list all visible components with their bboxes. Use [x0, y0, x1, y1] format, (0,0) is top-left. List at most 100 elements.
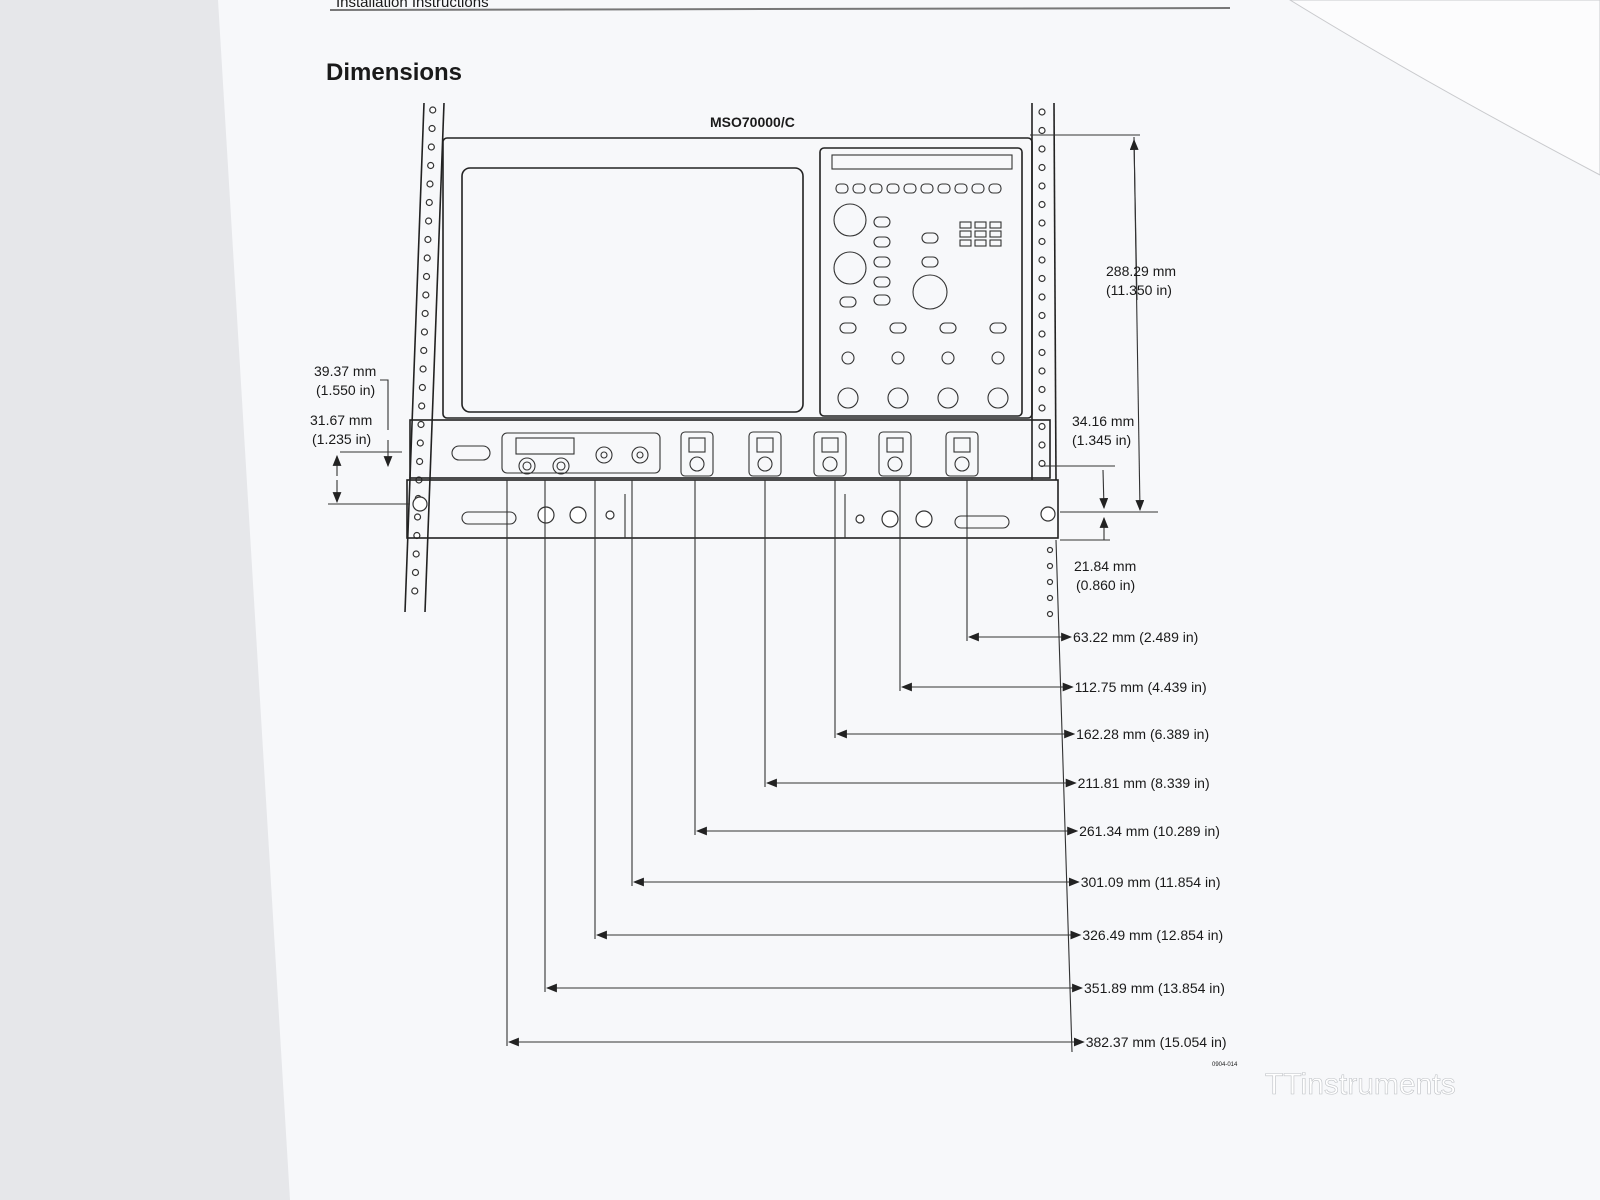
- rail-hole: [429, 106, 437, 114]
- height-34-in: (1.345 in): [1072, 432, 1131, 448]
- height-34-mm: 34.16 mm: [1072, 413, 1134, 429]
- height-21-mm: 21.84 mm: [1074, 558, 1136, 574]
- button: [954, 183, 968, 194]
- page-curl: [1289, 0, 1600, 176]
- knob: [887, 387, 909, 409]
- button: [886, 183, 900, 194]
- rail-hole: [411, 568, 420, 577]
- button: [974, 221, 987, 229]
- button: [873, 236, 891, 248]
- knob: [987, 387, 1009, 409]
- probe-input: [813, 431, 847, 477]
- button: [959, 221, 972, 229]
- rail-hole: [412, 550, 420, 558]
- control-knobs: [833, 183, 1009, 409]
- probe-input: [680, 431, 714, 477]
- button: [991, 351, 1005, 365]
- knob: [837, 387, 859, 409]
- rail-hole: [1038, 108, 1046, 116]
- horizontal-dimensions: 63.22 mm (2.489 in)112.75 mm (4.439 in)1…: [506, 480, 1227, 1050]
- knob: [833, 251, 867, 285]
- rail-hole: [413, 513, 422, 521]
- horizontal-dim-label: 162.28 mm (6.389 in): [1076, 726, 1209, 742]
- button: [959, 239, 972, 247]
- rail-hole: [423, 254, 431, 262]
- connector: [552, 457, 570, 475]
- button: [974, 239, 987, 247]
- horizontal-dim-label: 261.34 mm (10.289 in): [1079, 823, 1220, 839]
- rail-hole: [426, 180, 434, 188]
- knob: [912, 274, 948, 310]
- button: [989, 322, 1007, 334]
- rail-hole: [1038, 145, 1046, 153]
- rail-hole: [1038, 274, 1046, 283]
- rail-hole: [418, 383, 426, 392]
- height-21-in: (0.860 in): [1076, 577, 1135, 593]
- control-panel: [819, 147, 1023, 417]
- rail-hole: [420, 346, 428, 355]
- button: [873, 256, 891, 268]
- rack-ear-bar: [406, 479, 1059, 539]
- button: [869, 183, 883, 194]
- button: [873, 276, 891, 288]
- connector: [518, 457, 536, 475]
- button: [891, 351, 905, 365]
- rail-hole: [425, 198, 433, 207]
- rail-hole: [1038, 311, 1046, 320]
- watermark: TTinstruments: [1265, 1068, 1456, 1101]
- button: [937, 183, 951, 194]
- rail-hole: [422, 272, 431, 281]
- rail-hole: [1038, 330, 1046, 338]
- height-39-mm: 39.37 mm: [314, 363, 376, 379]
- rail-hole: [427, 161, 435, 170]
- knob: [833, 203, 867, 237]
- rail-hole: [1038, 404, 1046, 412]
- front-connector-strip: [409, 419, 1051, 479]
- rail-hole: [418, 402, 426, 410]
- rail-hole: [1038, 422, 1046, 431]
- figure-id: 0904-014: [1212, 1062, 1238, 1068]
- rail-hole: [1038, 182, 1046, 190]
- probe-input: [748, 431, 782, 477]
- paper-page: [218, 0, 1600, 1200]
- rail-hole: [1038, 367, 1046, 375]
- rail-hole: [420, 328, 429, 336]
- horizontal-dim-label: 382.37 mm (15.054 in): [1086, 1034, 1227, 1050]
- horizontal-dim-label: 211.81 mm (8.339 in): [1078, 775, 1210, 791]
- button: [989, 239, 1002, 247]
- rail-hole: [1038, 385, 1046, 394]
- connector: [595, 446, 613, 464]
- button: [989, 221, 1002, 229]
- height-31-in: (1.235 in): [312, 431, 371, 447]
- button: [873, 294, 891, 306]
- rail-hole: [1038, 348, 1046, 357]
- section-title: Dimensions: [326, 59, 462, 86]
- probe-input: [878, 431, 912, 477]
- rail-hole: [428, 124, 436, 133]
- instrument-body: [442, 137, 1033, 419]
- connector: [631, 446, 649, 464]
- button: [839, 296, 857, 308]
- horizontal-dim-label: 326.49 mm (12.854 in): [1082, 927, 1223, 943]
- button: [852, 183, 866, 194]
- display-screen: [461, 167, 804, 413]
- rail-hole: [1038, 126, 1046, 135]
- rail-hole: [1046, 610, 1054, 618]
- button: [989, 230, 1002, 238]
- button: [939, 322, 957, 334]
- rail-hole: [416, 457, 424, 466]
- button: [920, 183, 934, 194]
- height-39-in: (1.550 in): [316, 382, 375, 398]
- height-31-mm: 31.67 mm: [310, 412, 372, 428]
- button: [889, 322, 907, 334]
- button: [974, 230, 987, 238]
- button: [921, 256, 939, 268]
- button: [941, 351, 955, 365]
- rail-hole: [1038, 256, 1046, 264]
- knob: [937, 387, 959, 409]
- height-288-in: (11.350 in): [1106, 282, 1172, 298]
- rail-hole: [1038, 219, 1046, 227]
- rail-hole: [427, 143, 435, 151]
- button: [921, 232, 939, 244]
